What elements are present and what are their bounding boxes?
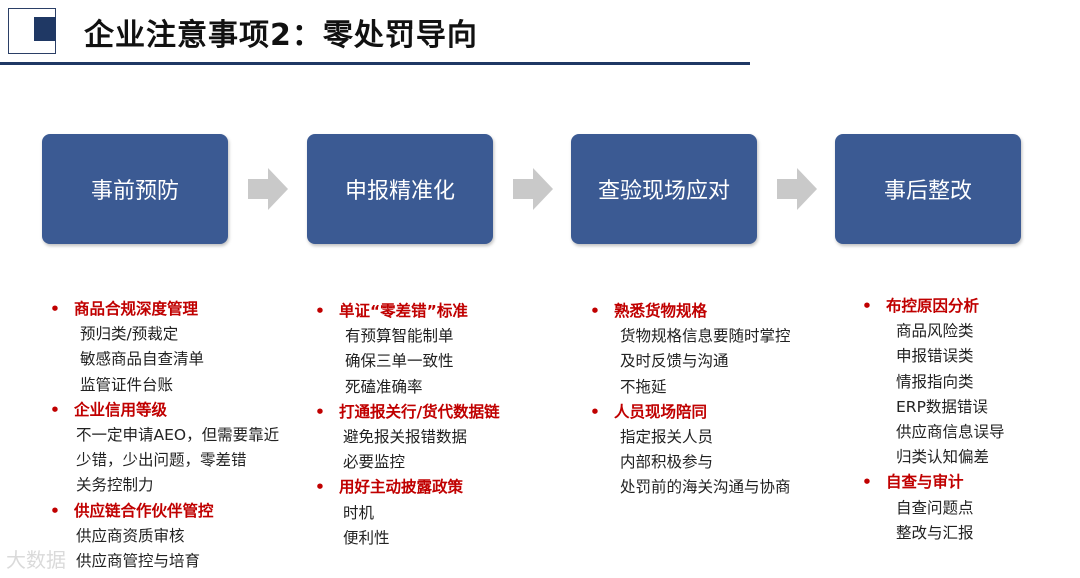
bullet-heading: 企业信用等级: [46, 398, 279, 423]
bullet-item: 时机: [343, 503, 375, 522]
bullet-item: 避免报关报错数据: [343, 428, 468, 447]
bullet-heading: 单证“零差错”标准: [311, 299, 500, 324]
bullet-item: 及时反馈与沟通: [620, 352, 729, 371]
bullet-heading: 布控原因分析: [858, 294, 1005, 319]
stage-box-2: 申报精准化: [307, 134, 493, 244]
bullet-item: 不拖延: [620, 377, 667, 396]
bullet-item: 商品风险类: [896, 322, 974, 341]
bullet-item: 自查问题点: [896, 498, 974, 517]
arrow-right-icon: [513, 168, 553, 210]
bullet-heading: 商品合规深度管理: [46, 297, 279, 322]
arrow-right-icon: [248, 168, 288, 210]
bullet-heading: 供应链合作伙伴管控: [46, 499, 279, 524]
arrow-right-icon: [777, 168, 817, 210]
column-2: 单证“零差错”标准 有预算智能制单 确保三单一致性 死磕准确率 打通报关行/货代…: [311, 299, 500, 551]
column-3: 熟悉货物规格 货物规格信息要随时掌控 及时反馈与沟通 不拖延 人员现场陪同 指定…: [586, 299, 791, 501]
stage-box-1: 事前预防: [42, 134, 228, 244]
bullet-item: 情报指向类: [896, 372, 974, 391]
bullet-item: 确保三单一致性: [345, 352, 454, 371]
bullet-item: 整改与汇报: [896, 523, 974, 542]
bullet-item: 关务控制力: [76, 476, 154, 495]
bullet-item: 不一定申请AEO，但需要靠近: [76, 426, 280, 445]
bullet-item: 货物规格信息要随时掌控: [620, 327, 791, 346]
stage-box-3: 查验现场应对: [571, 134, 757, 244]
bullet-heading: 人员现场陪同: [586, 400, 791, 425]
bullet-item: 少错，少出问题，零差错: [76, 451, 247, 470]
bullet-heading: 用好主动披露政策: [311, 475, 500, 500]
bullet-item: 指定报关人员: [620, 428, 714, 447]
column-1: 商品合规深度管理 预归类/预裁定 敏感商品自查清单 监管证件台账 企业信用等级 …: [46, 297, 279, 574]
bullet-item: 归类认知偏差: [896, 448, 990, 467]
bullet-item: 有预算智能制单: [345, 327, 454, 346]
bullet-item: 监管证件台账: [80, 375, 174, 394]
stage-box-4: 事后整改: [835, 134, 1021, 244]
bullet-item: 死磕准确率: [345, 377, 423, 396]
bullet-item: 供应商资质审核: [76, 526, 185, 545]
bullet-item: 便利性: [343, 528, 390, 547]
bullet-item: 内部积极参与: [620, 453, 714, 472]
title-deco-square: [34, 17, 56, 41]
bullet-item: 预归类/预裁定: [80, 325, 179, 344]
page-title: 企业注意事项2：零处罚导向: [84, 18, 478, 53]
bullet-heading: 自查与审计: [858, 470, 1005, 495]
column-4: 布控原因分析 商品风险类 申报错误类 情报指向类 ERP数据错误 供应商信息误导…: [858, 294, 1005, 546]
bullet-item: ERP数据错误: [896, 397, 988, 416]
title-bar: 企业注意事项2：零处罚导向: [0, 0, 1080, 70]
bullet-heading: 打通报关行/货代数据链: [311, 400, 500, 425]
bullet-item: 必要监控: [343, 453, 406, 472]
bullet-item: 供应商管控与培育: [76, 552, 201, 571]
bullet-item: 供应商信息误导: [896, 423, 1005, 442]
watermark: 大数据: [6, 548, 66, 572]
bullet-item: 敏感商品自查清单: [80, 350, 205, 369]
bullet-heading: 熟悉货物规格: [586, 299, 791, 324]
title-underline: [0, 62, 750, 65]
bullet-item: 处罚前的海关沟通与协商: [620, 478, 791, 497]
bullet-item: 申报错误类: [896, 347, 974, 366]
